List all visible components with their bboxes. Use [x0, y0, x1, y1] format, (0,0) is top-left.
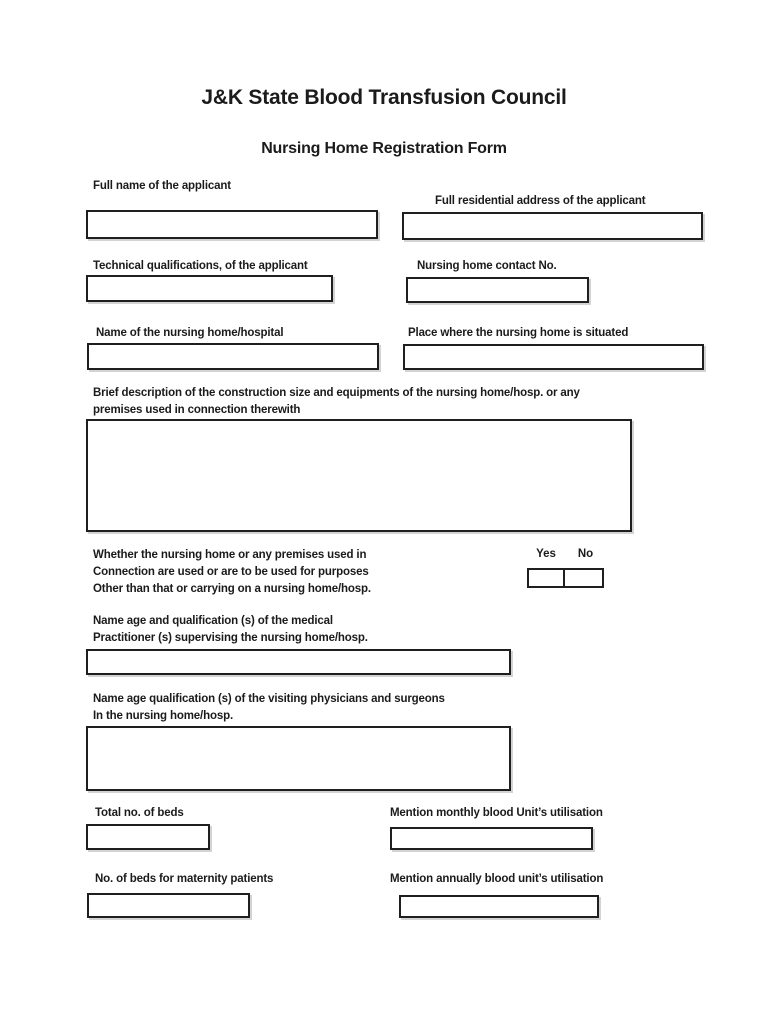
- contact-no-input[interactable]: [406, 277, 589, 303]
- place-situated-input[interactable]: [403, 344, 704, 370]
- nursing-home-name-input[interactable]: [87, 343, 379, 370]
- residential-address-input[interactable]: [402, 212, 703, 240]
- other-purpose-label-line3: Other than that or carrying on a nursing…: [93, 583, 371, 595]
- visiting-physicians-label-line2: In the nursing home/hosp.: [93, 710, 234, 722]
- monthly-blood-units-input[interactable]: [390, 827, 593, 850]
- visiting-physicians-input[interactable]: [86, 726, 511, 791]
- visiting-physicians-label-line1: Name age qualification (s) of the visiti…: [93, 693, 445, 705]
- maternity-beds-label: No. of beds for maternity patients: [95, 873, 274, 885]
- nursing-home-name-label: Name of the nursing home/hospital: [96, 327, 284, 339]
- place-situated-label: Place where the nursing home is situated: [408, 327, 629, 339]
- no-label: No: [577, 548, 594, 560]
- no-checkbox[interactable]: [563, 568, 604, 588]
- technical-qualifications-input[interactable]: [86, 275, 333, 302]
- annual-blood-units-input[interactable]: [399, 895, 599, 918]
- other-purpose-label-line2: Connection are used or are to be used fo…: [93, 566, 369, 578]
- visiting-physicians-label: Name age qualification (s) of the visiti…: [93, 691, 445, 725]
- page-title: J&K State Blood Transfusion Council: [201, 86, 567, 109]
- yes-checkbox[interactable]: [527, 568, 565, 588]
- form-title: Nursing Home Registration Form: [261, 140, 507, 157]
- monthly-blood-units-label: Mention monthly blood Unit’s utilisation: [390, 807, 603, 819]
- other-purpose-label-line1: Whether the nursing home or any premises…: [93, 549, 367, 561]
- brief-description-label-line1: Brief description of the construction si…: [93, 387, 580, 399]
- yes-label: Yes: [536, 548, 556, 560]
- annual-blood-units-label: Mention annually blood unit’s utilisatio…: [390, 873, 604, 885]
- maternity-beds-input[interactable]: [87, 893, 250, 918]
- yes-no-checkbox-group: [527, 568, 604, 588]
- brief-description-label-line2: premises used in connection therewith: [93, 404, 301, 416]
- full-name-label: Full name of the applicant: [93, 180, 231, 192]
- brief-description-label: Brief description of the construction si…: [93, 385, 580, 419]
- residential-address-label: Full residential address of the applican…: [435, 195, 646, 207]
- medical-practitioners-label-line2: Practitioner (s) supervising the nursing…: [93, 632, 368, 644]
- medical-practitioners-input[interactable]: [86, 649, 511, 675]
- brief-description-input[interactable]: [86, 419, 632, 532]
- other-purpose-label: Whether the nursing home or any premises…: [93, 547, 371, 598]
- full-name-input[interactable]: [86, 210, 378, 239]
- total-beds-label: Total no. of beds: [95, 807, 184, 819]
- total-beds-input[interactable]: [86, 824, 210, 850]
- contact-no-label: Nursing home contact No.: [417, 260, 557, 272]
- medical-practitioners-label-line1: Name age and qualification (s) of the me…: [93, 615, 333, 627]
- technical-qualifications-label: Technical qualifications, of the applica…: [93, 260, 308, 272]
- medical-practitioners-label: Name age and qualification (s) of the me…: [93, 613, 368, 647]
